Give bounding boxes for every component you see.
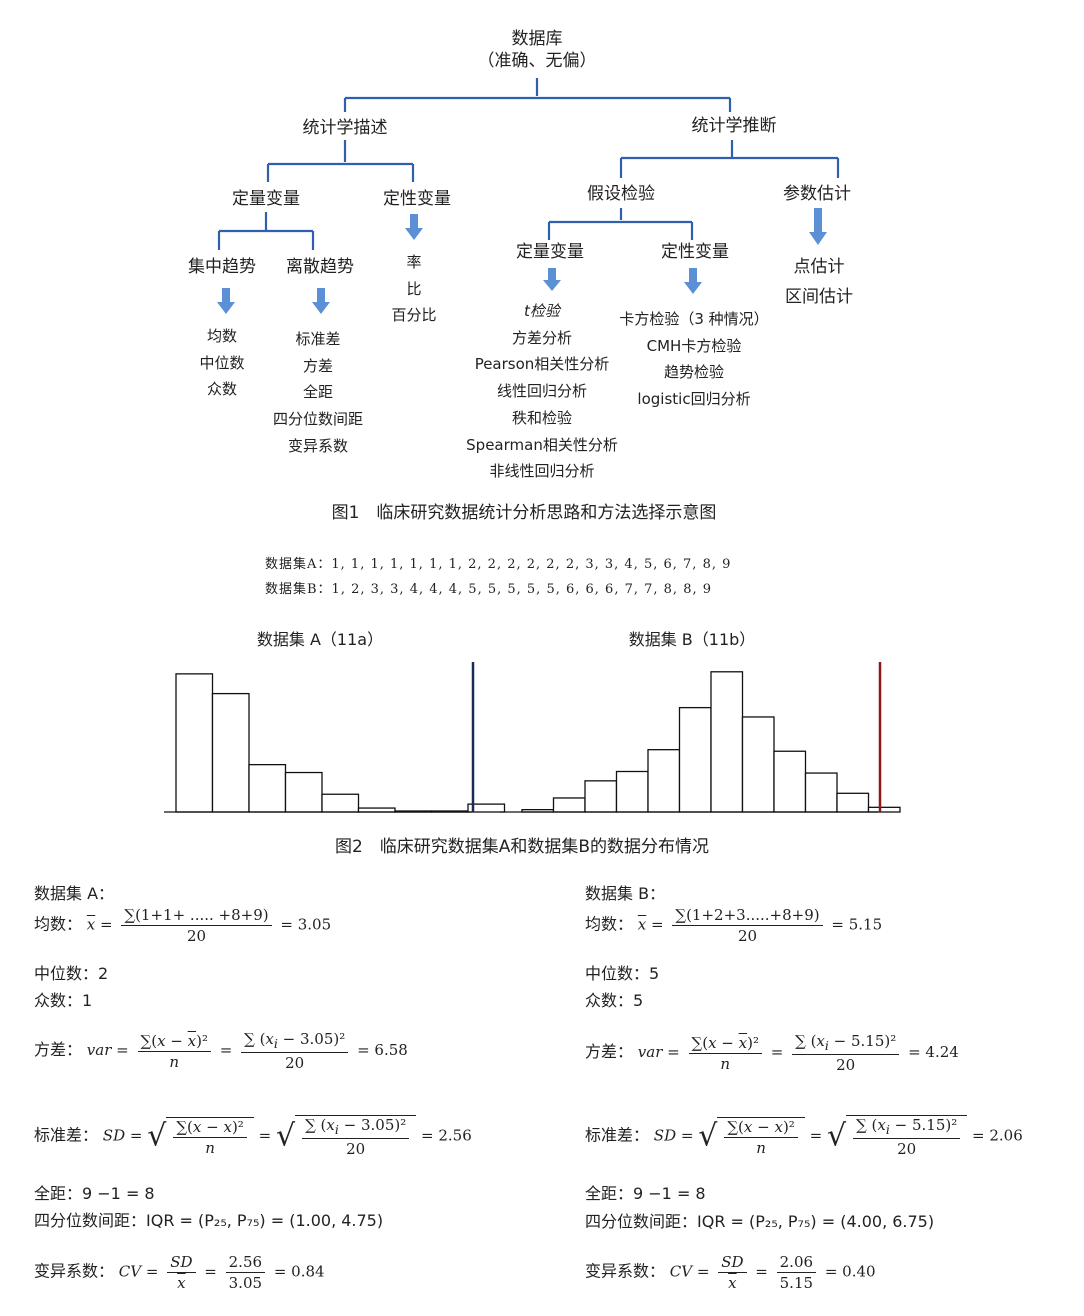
histogram-bar bbox=[248, 763, 287, 813]
histogram-bar bbox=[678, 706, 712, 813]
node-ht-quantitative: 定量变量 bbox=[516, 242, 584, 262]
histogram-bar bbox=[175, 673, 214, 813]
histogram-b bbox=[500, 662, 901, 813]
stats-b-mean: 均数： x = ∑(1+2+3.....+8+9)20 = 5.15 bbox=[585, 906, 883, 945]
node-central-tendency: 集中趋势 bbox=[188, 257, 256, 277]
list-item: logistic回归分析 bbox=[637, 390, 751, 409]
stats-b-mode: 众数：5 bbox=[585, 991, 644, 1010]
histogram-bar bbox=[741, 716, 775, 813]
list-item: 方差 bbox=[302, 356, 334, 375]
list-item: 全距 bbox=[302, 383, 334, 402]
histogram-bar bbox=[284, 771, 323, 813]
list-item: 均数 bbox=[206, 327, 238, 345]
stats-a-iqr: 四分位数间距：IQR = (P₂₅, P₇₅) = (1.00, 4.75) bbox=[34, 1211, 384, 1230]
list-item: 众数 bbox=[206, 380, 238, 399]
histogram-bar bbox=[615, 770, 649, 813]
node-ht-qualitative: 定性变量 bbox=[661, 242, 729, 262]
stats-a-mean: 均数： x = ∑(1+1+ ..... +8+9)20 = 3.05 bbox=[34, 906, 332, 945]
node-hypothesis-test: 假设检验 bbox=[587, 184, 655, 204]
list-item: 四分位数间距 bbox=[272, 410, 364, 429]
list-item: 中位数 bbox=[199, 353, 245, 372]
histogram-bar bbox=[647, 749, 681, 813]
dataset-b-line: 数据集B：1, 2, 3, 3, 4, 4, 4, 5, 5, 5, 5, 5,… bbox=[265, 582, 713, 597]
stats-a-heading: 数据集 A： bbox=[34, 884, 115, 903]
histogram-bar bbox=[804, 772, 838, 813]
estimation-list: 点估计 区间估计 bbox=[785, 252, 853, 312]
qualitative-list: 率 比 百分比 bbox=[391, 249, 436, 329]
dispersion-list: 标准差 方差 全距 四分位数间距 变异系数 bbox=[273, 326, 363, 460]
stats-a-mode: 众数：1 bbox=[34, 991, 93, 1010]
tree-connectors bbox=[217, 78, 840, 250]
tree-root-subtitle: （准确、无偏） bbox=[477, 51, 597, 71]
list-item: 率 bbox=[406, 253, 422, 271]
list-item: 百分比 bbox=[391, 306, 437, 325]
histogram-bar bbox=[867, 806, 901, 813]
stats-a-range: 全距：9 −1 = 8 bbox=[34, 1184, 155, 1203]
list-item: 趋势检验 bbox=[663, 363, 724, 382]
list-item: 秩和检验 bbox=[511, 408, 572, 427]
list-item: 比 bbox=[406, 279, 422, 298]
list-item: 方差分析 bbox=[511, 328, 572, 347]
node-quantitative: 定量变量 bbox=[232, 189, 300, 209]
list-item: 非线性回归分析 bbox=[489, 462, 595, 481]
node-descriptive: 统计学描述 bbox=[302, 118, 388, 138]
ht-qualitative-list: 卡方检验（3 种情况） CMH卡方检验 趋势检验 logistic回归分析 bbox=[619, 306, 768, 413]
histogram-bar bbox=[773, 750, 807, 813]
list-item: 点估计 bbox=[793, 257, 845, 277]
histogram-bar bbox=[321, 793, 360, 813]
node-parameter-estimation: 参数估计 bbox=[783, 184, 851, 204]
node-dispersion: 离散趋势 bbox=[286, 257, 354, 277]
stats-b-iqr: 四分位数间距：IQR = (P₂₅, P₇₅) = (4.00, 6.75) bbox=[585, 1212, 935, 1231]
histogram-bar bbox=[710, 671, 744, 813]
fig2-caption: 图2 临床研究数据集A和数据集B的数据分布情况 bbox=[334, 837, 710, 857]
tree-root-title: 数据库 bbox=[511, 29, 563, 49]
list-item: 标准差 bbox=[295, 330, 341, 348]
list-item: CMH卡方检验 bbox=[646, 336, 742, 355]
list-item: 区间估计 bbox=[785, 287, 853, 307]
stats-b-range: 全距：9 −1 = 8 bbox=[585, 1184, 706, 1203]
arrow-icon bbox=[217, 208, 827, 314]
list-item: 变异系数 bbox=[287, 436, 349, 455]
node-inferential: 统计学推断 bbox=[691, 116, 777, 136]
chart-b-title: 数据集 B（11b） bbox=[628, 630, 756, 649]
histogram-bar bbox=[836, 792, 870, 813]
fig1-caption: 图1 临床研究数据统计分析思路和方法选择示意图 bbox=[331, 503, 717, 523]
stats-b-median: 中位数：5 bbox=[585, 964, 660, 983]
ht-quantitative-list: t检验 方差分析 Pearson相关性分析 线性回归分析 秩和检验 Spearm… bbox=[466, 298, 618, 485]
stats-a-median: 中位数：2 bbox=[34, 964, 109, 983]
list-item: Pearson相关性分析 bbox=[474, 355, 610, 374]
list-item: Spearman相关性分析 bbox=[466, 435, 618, 454]
list-item: 卡方检验（3 种情况） bbox=[619, 310, 769, 328]
list-item: t检验 bbox=[524, 302, 560, 320]
list-item: 线性回归分析 bbox=[496, 382, 587, 401]
chart-a-title: 数据集 A（11a） bbox=[256, 630, 384, 649]
histogram-bar bbox=[552, 797, 586, 813]
stats-b-heading: 数据集 B： bbox=[585, 884, 666, 903]
dataset-a-line: 数据集A：1, 1, 1, 1, 1, 1, 1, 2, 2, 2, 2, 2,… bbox=[265, 557, 732, 572]
node-qualitative: 定性变量 bbox=[383, 189, 451, 209]
tree-root: 数据库 （准确、无偏） bbox=[478, 28, 597, 72]
histogram-a bbox=[164, 662, 506, 813]
histogram-bar bbox=[467, 803, 506, 813]
histogram-bar bbox=[584, 780, 618, 813]
central-tendency-list: 均数 中位数 众数 bbox=[199, 323, 244, 403]
histogram-bar bbox=[211, 692, 250, 813]
